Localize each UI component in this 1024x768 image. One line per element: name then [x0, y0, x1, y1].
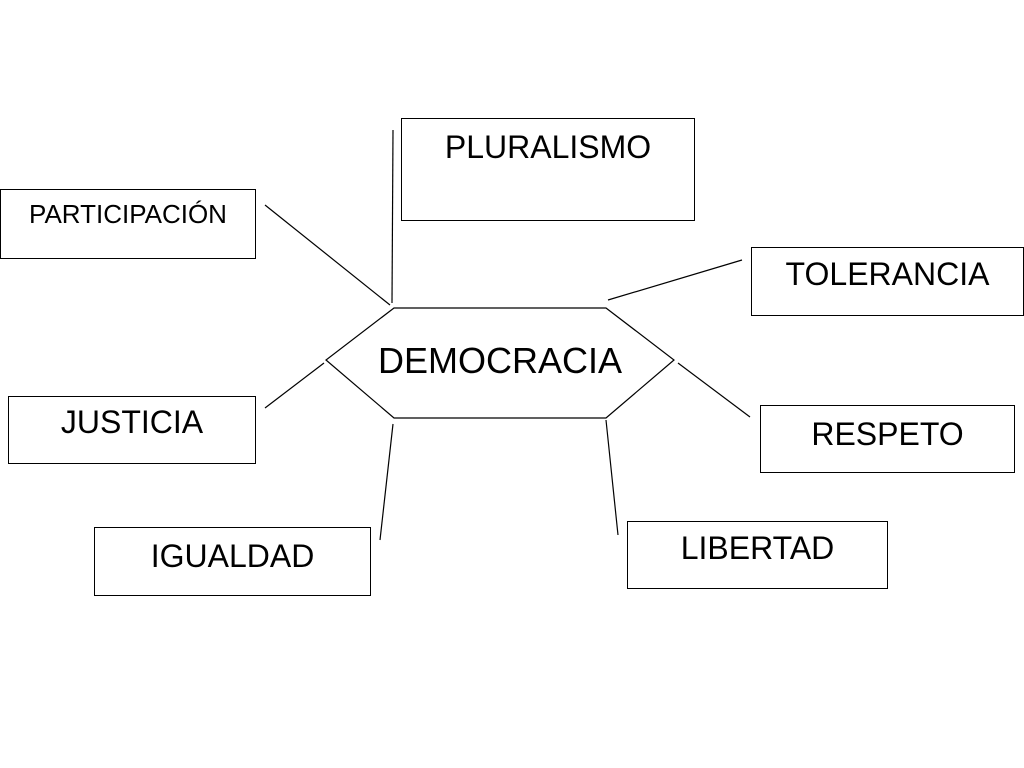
- connector-pluralismo: [391, 129, 394, 304]
- connector-igualdad: [379, 423, 394, 541]
- node-justicia: JUSTICIA: [8, 396, 256, 464]
- connector-justicia: [264, 362, 325, 409]
- center-label-democracia: DEMOCRACIA: [377, 340, 623, 381]
- node-tolerancia: TOLERANCIA: [751, 247, 1024, 316]
- center-hexagon: [325, 307, 675, 419]
- node-participacion: PARTICIPACIÓN: [0, 189, 256, 259]
- connector-respeto: [677, 362, 751, 418]
- connector-libertad: [605, 419, 619, 536]
- node-libertad: LIBERTAD: [627, 521, 888, 589]
- node-respeto: RESPETO: [760, 405, 1015, 473]
- node-pluralismo: PLURALISMO: [401, 118, 695, 221]
- connector-tolerancia: [607, 259, 743, 301]
- connector-participacion: [264, 204, 391, 306]
- node-igualdad: IGUALDAD: [94, 527, 371, 596]
